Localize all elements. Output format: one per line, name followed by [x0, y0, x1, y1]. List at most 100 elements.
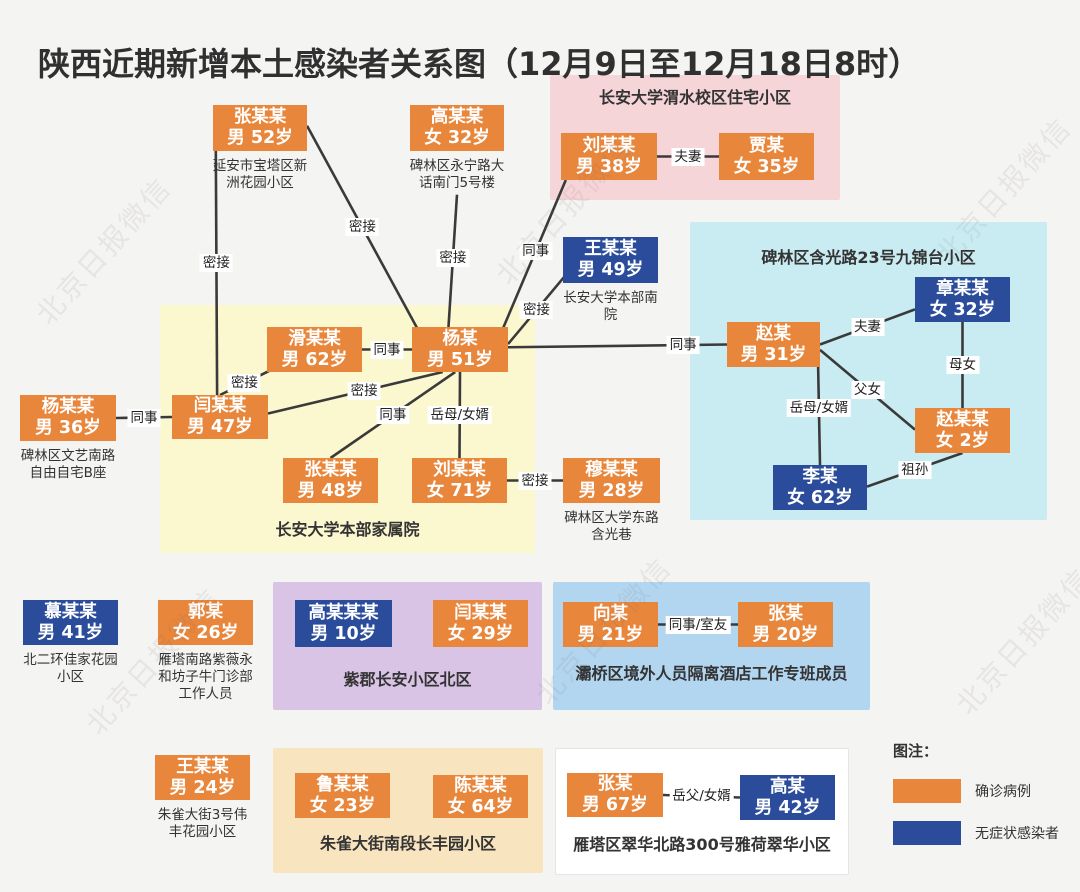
group-title: 长安大学渭水校区住宅小区 [598, 88, 791, 107]
person-detail: 男 42岁 [754, 797, 821, 818]
person-detail: 女 2岁 [935, 430, 990, 451]
legend-heading: 图注： [893, 742, 939, 760]
person-name: 鲁某某 [316, 774, 369, 795]
person-detail: 男 20岁 [752, 624, 819, 645]
person-detail: 女 35岁 [733, 156, 800, 177]
person-caption-mu28: 碑林区大学东路含光巷 [564, 510, 659, 543]
edge-label-zhang52-yang51: 密接 [345, 218, 379, 237]
group-title: 碑林区含光路23号九锦台小区 [761, 248, 976, 267]
person-detail: 男 24岁 [169, 777, 236, 798]
edge-label-yang36-yan47: 同事 [127, 408, 161, 427]
group-title: 灞桥区境外人员隔离酒店工作专班成员 [575, 664, 848, 683]
person-node-liu71: 刘某某女 71岁 [412, 458, 507, 503]
edge-label-yan47-hua62: 密接 [227, 374, 261, 393]
edge-label-zhao31-li62: 岳母/女婿 [786, 399, 852, 418]
person-name: 赵某 [756, 323, 791, 344]
person-name: 杨某 [442, 328, 478, 349]
person-node-wang24: 王某某男 24岁 [155, 755, 250, 800]
edge-label-xiang21-zhang20: 同事/室友 [665, 615, 731, 634]
person-detail: 男 31岁 [740, 344, 807, 365]
edge-label-liu71-mu28: 密接 [518, 471, 552, 490]
person-node-gao42: 高某男 42岁 [740, 775, 835, 820]
person-name: 向某 [593, 603, 628, 624]
person-node-yang51: 杨某男 51岁 [412, 327, 508, 372]
person-node-mu28: 穆某某男 28岁 [563, 458, 660, 503]
person-name: 张某某 [304, 459, 357, 480]
person-name: 杨某某 [41, 397, 95, 417]
person-node-jia35: 贾某女 35岁 [719, 133, 814, 180]
person-detail: 男 36岁 [35, 418, 101, 438]
person-name: 贾某 [749, 135, 784, 156]
legend-item-confirmed: 确诊病例 [893, 779, 1059, 803]
person-name: 高某某某 [308, 602, 379, 623]
person-caption-guo26: 雁塔南路紫薇永和坊子牛门诊部工作人员 [158, 652, 253, 702]
person-name: 高某某 [430, 107, 484, 127]
person-caption-mou41: 北二环佳家花园小区 [23, 652, 118, 685]
person-node-zhaof2: 赵某某女 2岁 [915, 408, 1010, 453]
edge-label-zhangzf32-zhaof2: 母女 [946, 356, 979, 374]
person-node-yan47: 闫某某男 47岁 [172, 395, 268, 439]
person-name: 陈某某 [454, 775, 507, 796]
person-name: 张某某 [233, 107, 287, 127]
person-detail: 男 51岁 [427, 349, 493, 370]
person-name: 闫某某 [454, 602, 507, 623]
person-node-chen64: 陈某某女 64岁 [433, 775, 528, 818]
person-name: 慕某某 [44, 601, 97, 622]
person-node-gao32: 高某某女 32岁 [410, 105, 504, 151]
group-jiujintai-community: 碑林区含光路23号九锦台小区 [690, 222, 1047, 520]
person-node-zhangzf32: 章某某女 32岁 [915, 277, 1010, 322]
person-name: 王某某 [176, 756, 229, 777]
person-node-yan29: 闫某某女 29岁 [433, 600, 528, 647]
edge-label-liu38-yang51: 同事 [519, 241, 553, 260]
person-node-zhang20: 张某男 20岁 [738, 602, 833, 647]
legend-label-asymptomatic: 无症状感染者 [975, 826, 1059, 842]
legend-label-confirmed: 确诊病例 [975, 784, 1031, 800]
person-detail: 男 41岁 [37, 622, 104, 643]
edge-label-li62-zhaof2: 祖孙 [898, 460, 932, 479]
person-name: 闫某某 [193, 396, 247, 416]
edge-label-hua62-yang51: 同事 [370, 340, 404, 359]
person-name: 章某某 [936, 278, 989, 299]
person-detail: 女 32岁 [929, 299, 996, 320]
person-caption-yang36: 碑林区文艺南路自由自宅B座 [20, 448, 116, 481]
group-title: 长安大学本部家属院 [275, 520, 420, 539]
edge-label-zhang67-gao42: 岳父/女婿 [669, 787, 734, 806]
person-detail: 男 48岁 [297, 480, 364, 501]
watermark: 北京日报微信 [949, 560, 1080, 722]
person-name: 刘某某 [582, 135, 636, 156]
person-detail: 女 64岁 [447, 796, 514, 817]
person-detail: 男 67岁 [582, 795, 648, 815]
person-node-zhang52: 张某某男 52岁 [213, 105, 307, 151]
person-detail: 女 71岁 [426, 480, 493, 501]
person-name: 李某 [802, 466, 838, 487]
person-detail: 男 10岁 [310, 623, 377, 644]
person-name: 穆某某 [585, 459, 638, 480]
edge-label-zhao31-zhangzf32: 夫妻 [851, 317, 884, 336]
edge-label-yang51-zhao31: 同事 [666, 336, 700, 355]
person-node-yang36: 杨某某男 36岁 [20, 395, 116, 441]
person-caption-wang24: 朱雀大街3号伟丰花园小区 [157, 807, 248, 840]
person-caption-gao32: 碑林区永宁路大话南门5号楼 [409, 158, 505, 191]
edge-label-wang49-yang51: 密接 [519, 301, 553, 320]
person-caption-wang49: 长安大学本部南院 [563, 290, 658, 323]
person-name: 赵某某 [936, 409, 989, 430]
person-node-hua62: 滑某某男 62岁 [267, 327, 362, 372]
edge-label-zhang48-yang51: 同事 [376, 406, 410, 424]
legend-item-asymptomatic: 无症状感染者 [893, 821, 1059, 845]
person-detail: 女 26岁 [172, 622, 239, 643]
group-title: 紫郡长安小区北区 [343, 670, 472, 689]
watermark: 北京日报微信 [29, 170, 179, 332]
edge-label-liu71-yang51: 岳母/女婿 [427, 406, 493, 424]
person-node-zhao31: 赵某男 31岁 [727, 322, 820, 367]
person-name: 高某 [770, 776, 805, 797]
person-node-lu23: 鲁某某女 23岁 [295, 773, 390, 818]
legend-swatch-asymptomatic [893, 821, 961, 845]
group-title: 朱雀大街南段长丰园小区 [319, 834, 496, 853]
person-detail: 男 52岁 [227, 128, 293, 148]
person-node-gao10: 高某某某男 10岁 [295, 600, 392, 647]
person-node-mou41: 慕某某男 41岁 [23, 600, 118, 645]
edge-label-yan47-yang51: 密接 [347, 381, 381, 400]
edge-label-zhang52-yan47: 密接 [199, 254, 233, 273]
person-name: 滑某某 [288, 328, 341, 349]
